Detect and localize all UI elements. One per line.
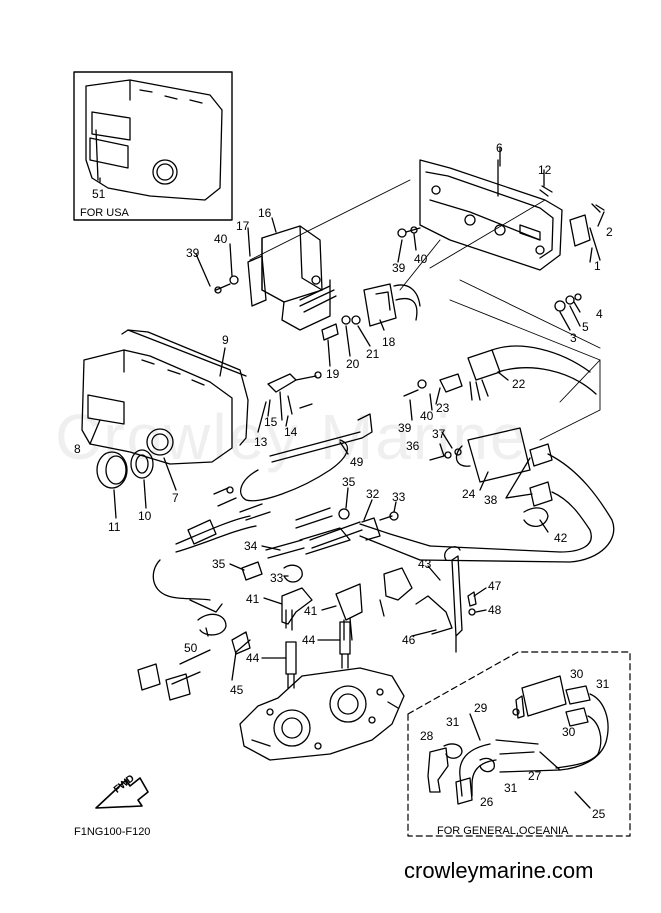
callout-41-left: 41	[246, 592, 260, 606]
callout-27: 27	[528, 769, 542, 783]
callout-15: 15	[264, 415, 278, 429]
callout-40-bracket: 40	[414, 252, 428, 266]
callout-33-upper: 33	[392, 490, 406, 504]
callout-3: 3	[570, 331, 577, 345]
callout-51: 51	[92, 187, 106, 201]
callout-10: 10	[138, 509, 152, 523]
callout-40-cdi: 40	[214, 232, 228, 246]
figure-code: F1NG100-F120	[74, 826, 151, 838]
callout-38: 38	[484, 493, 498, 507]
callout-37: 37	[432, 427, 446, 441]
callout-1: 1	[594, 259, 601, 273]
callout-25: 25	[592, 807, 606, 821]
callout-19: 19	[326, 367, 340, 381]
callout-13: 13	[254, 435, 268, 449]
callout-39-cdi: 39	[186, 246, 200, 260]
callout-22: 22	[512, 377, 526, 391]
callout-31-mid: 31	[446, 715, 460, 729]
callout-11: 11	[108, 520, 121, 534]
callout-31-lower: 31	[504, 781, 518, 795]
callout-23: 23	[436, 401, 450, 415]
callout-49: 49	[350, 455, 364, 469]
callout-7: 7	[172, 491, 179, 505]
site-url: crowleymarine.com	[404, 858, 594, 883]
callout-41-right: 41	[304, 604, 318, 618]
callout-35-lower: 35	[212, 557, 226, 571]
callout-50: 50	[184, 641, 198, 655]
callout-43: 43	[418, 557, 432, 571]
callout-48: 48	[488, 603, 502, 617]
callout-40-coil: 40	[420, 409, 434, 423]
callout-46: 46	[402, 633, 416, 647]
callout-18: 18	[382, 335, 396, 349]
callout-35-upper: 35	[342, 475, 356, 489]
callout-16: 16	[258, 206, 272, 220]
callout-45: 45	[230, 683, 244, 697]
callout-34: 34	[244, 539, 258, 553]
callout-31-right: 31	[596, 677, 610, 691]
callout-21: 21	[366, 347, 380, 361]
callout-30-top: 30	[570, 667, 584, 681]
callout-5: 5	[582, 320, 589, 334]
callout-32: 32	[366, 487, 380, 501]
callout-14: 14	[284, 425, 298, 439]
callout-6: 6	[496, 141, 503, 155]
callout-20: 20	[346, 357, 360, 371]
callout-47: 47	[488, 579, 502, 593]
callout-4: 4	[596, 307, 603, 321]
callout-42: 42	[554, 531, 568, 545]
callout-28: 28	[420, 729, 434, 743]
callout-8: 8	[74, 442, 81, 456]
callout-44-left: 44	[246, 651, 260, 665]
callout-24: 24	[462, 487, 476, 501]
callout-2: 2	[606, 225, 613, 239]
callout-39-bracket: 39	[392, 261, 406, 275]
inset-usa-label: FOR USA	[80, 207, 129, 219]
inset-general-label: FOR GENERAL,OCEANIA	[437, 825, 569, 837]
callout-17: 17	[236, 219, 250, 233]
callout-30-bottom: 30	[562, 725, 576, 739]
callout-9: 9	[222, 333, 229, 347]
callout-33-lower: 33	[270, 571, 284, 585]
callout-44-right: 44	[302, 633, 316, 647]
callout-39-coil: 39	[398, 421, 412, 435]
callout-29: 29	[474, 701, 488, 715]
callout-26: 26	[480, 795, 494, 809]
callout-36: 36	[406, 439, 420, 453]
callout-12: 12	[538, 163, 552, 177]
watermark: Crowley Marine	[55, 401, 528, 473]
